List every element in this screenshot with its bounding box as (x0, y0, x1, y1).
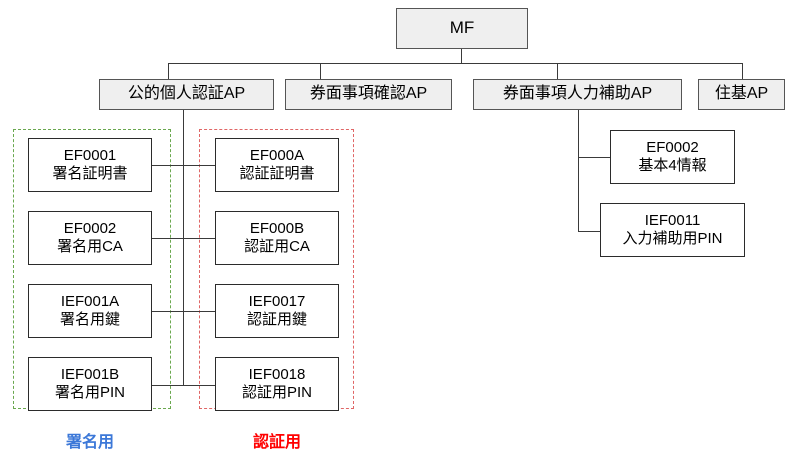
node-ap-koteki-kojin-ninsho[interactable]: 公的個人認証AP (99, 79, 274, 110)
connector-ap-3-stem (557, 63, 558, 79)
node-id: EF000B (249, 220, 305, 238)
node-ap-juki[interactable]: 住基AP (698, 79, 785, 110)
connector-auth-4 (183, 385, 215, 386)
node-mf-label: MF (449, 18, 475, 38)
node-id: EF0002 (63, 220, 117, 238)
connector-auth-3 (183, 311, 215, 312)
node-ap-label: 券面事項確認AP (309, 85, 428, 103)
connector-support-trunk (578, 109, 579, 231)
node-ap-label: 券面事項人力補助AP (502, 85, 653, 103)
node-ief0017-auth-key[interactable]: IEF0017 認証用鍵 (215, 284, 339, 338)
node-ef0002-signature-ca[interactable]: EF0002 署名用CA (28, 211, 152, 265)
connector-sign-2 (152, 238, 184, 239)
caption-signature: 署名用 (65, 434, 114, 451)
node-id: EF0001 (63, 147, 117, 165)
node-name: 認証用鍵 (246, 311, 307, 328)
node-ef0002-basic-four-info[interactable]: EF0002 基本4情報 (610, 130, 735, 184)
node-ap-label: 公的個人認証AP (127, 85, 246, 103)
node-name: 基本4情報 (638, 157, 707, 174)
node-name: 署名証明書 (52, 165, 128, 182)
connector-ap-2-stem (320, 63, 321, 79)
node-ef000a-auth-certificate[interactable]: EF000A 認証証明書 (215, 138, 339, 192)
node-id: IEF0018 (248, 366, 306, 384)
node-ap-kenmen-jiko-kakunin[interactable]: 券面事項確認AP (285, 79, 452, 110)
connector-ap-bus (168, 63, 742, 64)
connector-auth-1 (183, 165, 215, 166)
connector-mf-stem (461, 48, 462, 64)
node-ef000b-auth-ca[interactable]: EF000B 認証用CA (215, 211, 339, 265)
node-ief001b-signature-pin[interactable]: IEF001B 署名用PIN (28, 357, 152, 411)
node-name: 入力補助用PIN (622, 230, 723, 247)
node-mf[interactable]: MF (396, 8, 528, 49)
node-name: 署名用鍵 (59, 311, 120, 328)
node-ief0018-auth-pin[interactable]: IEF0018 認証用PIN (215, 357, 339, 411)
connector-support-2 (578, 231, 600, 232)
node-id: IEF001A (60, 293, 120, 311)
node-ief001a-signature-key[interactable]: IEF001A 署名用鍵 (28, 284, 152, 338)
node-name: 署名用PIN (54, 384, 125, 401)
connector-sign-4 (152, 385, 184, 386)
node-ap-kenmen-jiko-jinryoku-hojo[interactable]: 券面事項人力補助AP (473, 79, 682, 110)
node-id: EF000A (249, 147, 305, 165)
node-ief0011-input-support-pin[interactable]: IEF0011 入力補助用PIN (600, 203, 745, 257)
node-name: 認証証明書 (239, 165, 315, 182)
node-id: EF0002 (646, 139, 699, 157)
node-name: 認証用CA (244, 238, 310, 255)
node-id: IEF0017 (248, 293, 306, 311)
connector-ap-1-stem (168, 63, 169, 79)
connector-auth-2 (183, 238, 215, 239)
node-id: IEF0011 (644, 212, 701, 230)
node-name: 署名用CA (57, 238, 123, 255)
caption-authentication: 認証用 (252, 434, 301, 451)
node-id: IEF001B (60, 366, 120, 384)
node-ap-label: 住基AP (714, 85, 769, 103)
connector-ap-4-stem (742, 63, 743, 79)
connector-sign-3 (152, 311, 184, 312)
node-ef0001-signature-certificate[interactable]: EF0001 署名証明書 (28, 138, 152, 192)
connector-support-1 (578, 157, 610, 158)
connector-sign-1 (152, 165, 184, 166)
node-name: 認証用PIN (241, 384, 312, 401)
connector-koteki-trunk (183, 109, 184, 386)
